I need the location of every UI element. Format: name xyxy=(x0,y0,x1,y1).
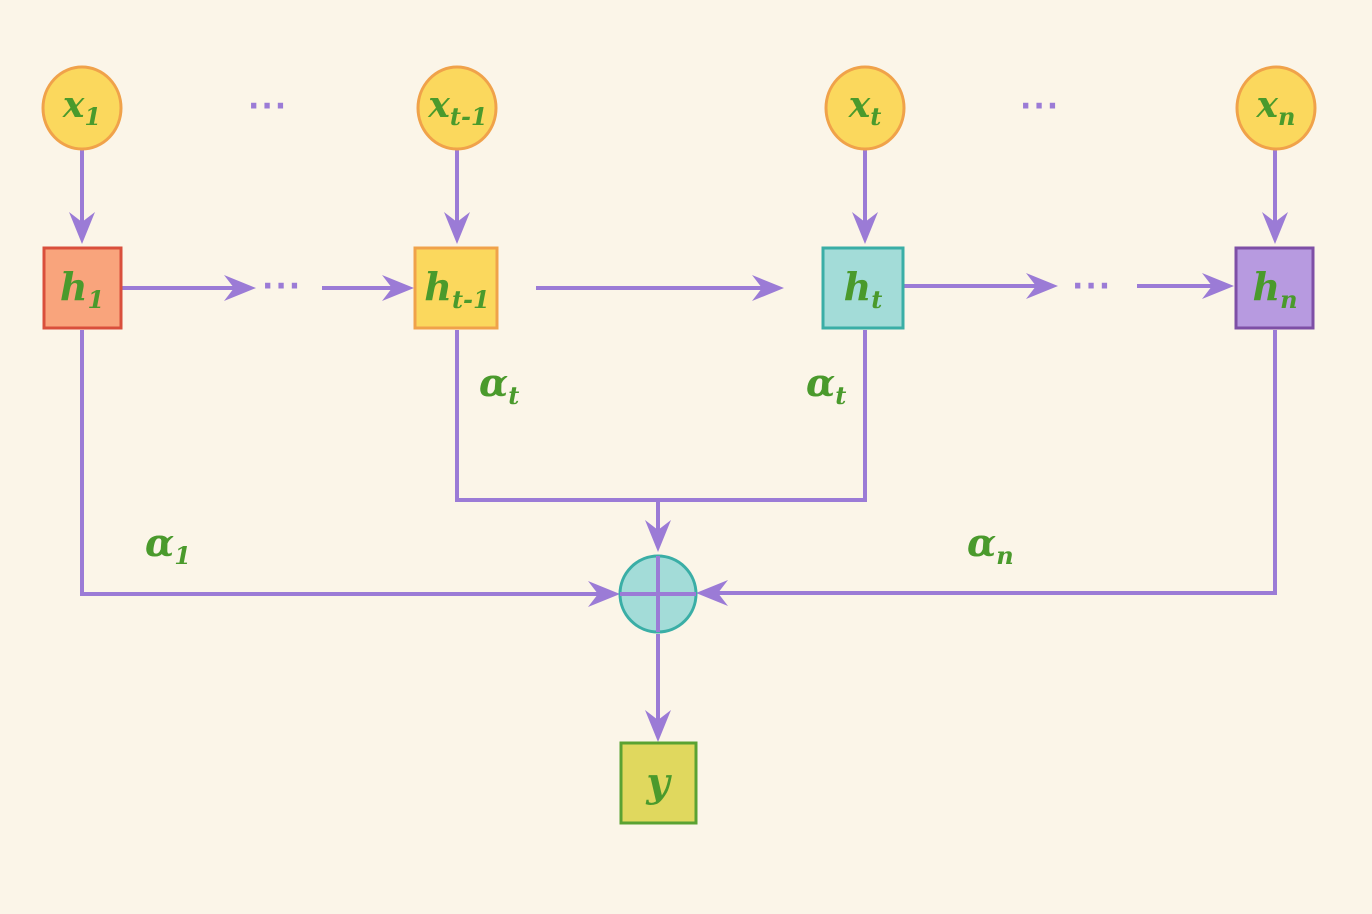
weight-label-an: αn xyxy=(967,520,1014,570)
arrowhead-h1-sum xyxy=(588,581,620,607)
hidden-label-ht: ht xyxy=(844,264,883,314)
weight-label-at-right: αt xyxy=(806,360,846,410)
input-circle-xt-1 xyxy=(416,65,498,151)
arrowhead-dots-ht1 xyxy=(382,275,414,301)
input-node-xt: xt xyxy=(824,65,906,151)
edge-ht1-merge xyxy=(455,330,867,502)
hidden-nodes: h1 ht-1 ht hn xyxy=(42,246,1315,330)
hidden-label-ht-1: ht-1 xyxy=(424,264,489,314)
hidden-node-hn: hn xyxy=(1234,246,1315,330)
input-nodes: x1 xt-1 xt xn xyxy=(41,65,1317,151)
arrowhead-merge-sum xyxy=(645,520,671,552)
ellipses: ··· ··· ··· ··· xyxy=(248,89,1112,304)
hidden-label-h1: h1 xyxy=(60,264,104,314)
input-circle-x1 xyxy=(41,65,123,151)
input-label-x1: x1 xyxy=(62,84,101,131)
hidden-node-ht: ht xyxy=(821,246,905,330)
arrowhead-xn-hn xyxy=(1262,212,1288,244)
input-label-xn: xn xyxy=(1256,84,1296,131)
input-label-xt-1: xt-1 xyxy=(427,84,487,131)
input-circle-xn xyxy=(1235,65,1317,151)
ellipsis-inputs-left: ··· xyxy=(248,89,288,124)
hidden-box-h1 xyxy=(42,246,123,330)
input-node-x1: x1 xyxy=(41,65,123,151)
ellipsis-chain-right: ··· xyxy=(1072,269,1112,304)
arrowhead-dots-hn xyxy=(1202,273,1234,299)
input-node-xn: xn xyxy=(1235,65,1317,151)
input-label-xt: xt xyxy=(848,84,882,131)
arrowhead-ht-dots xyxy=(1026,273,1058,299)
hidden-box-ht xyxy=(821,246,905,330)
sum-node xyxy=(618,554,698,634)
edges xyxy=(69,150,1288,742)
arrowhead-sum-y xyxy=(645,710,671,742)
hidden-box-hn xyxy=(1234,246,1315,330)
arrowhead-h1-dots xyxy=(224,275,256,301)
output-label-y: y xyxy=(645,759,672,806)
arrowhead-ht1-ht xyxy=(752,275,784,301)
input-circle-xt xyxy=(824,65,906,151)
edge-h1-sum xyxy=(80,330,604,596)
weight-label-a1: α1 xyxy=(145,520,191,570)
arrowhead-xt-ht xyxy=(852,212,878,244)
ellipsis-chain-left: ··· xyxy=(262,269,302,304)
input-node-xt-1: xt-1 xyxy=(416,65,498,151)
hidden-node-h1: h1 xyxy=(42,246,123,330)
weight-labels: α1 αt αt αn xyxy=(145,360,1014,570)
arrowhead-x1-h1 xyxy=(69,212,95,244)
hidden-node-ht-1: ht-1 xyxy=(413,246,499,330)
output-box-y xyxy=(619,741,698,825)
edge-hn-sum xyxy=(712,330,1277,595)
output-node-y: y xyxy=(619,741,698,825)
arrowhead-xt1-ht1 xyxy=(444,212,470,244)
weight-label-at-left: αt xyxy=(479,360,519,410)
arrowhead-hn-sum xyxy=(696,580,728,606)
hidden-box-ht-1 xyxy=(413,246,499,330)
hidden-label-hn: hn xyxy=(1252,264,1297,314)
ellipsis-inputs-right: ··· xyxy=(1020,89,1060,124)
